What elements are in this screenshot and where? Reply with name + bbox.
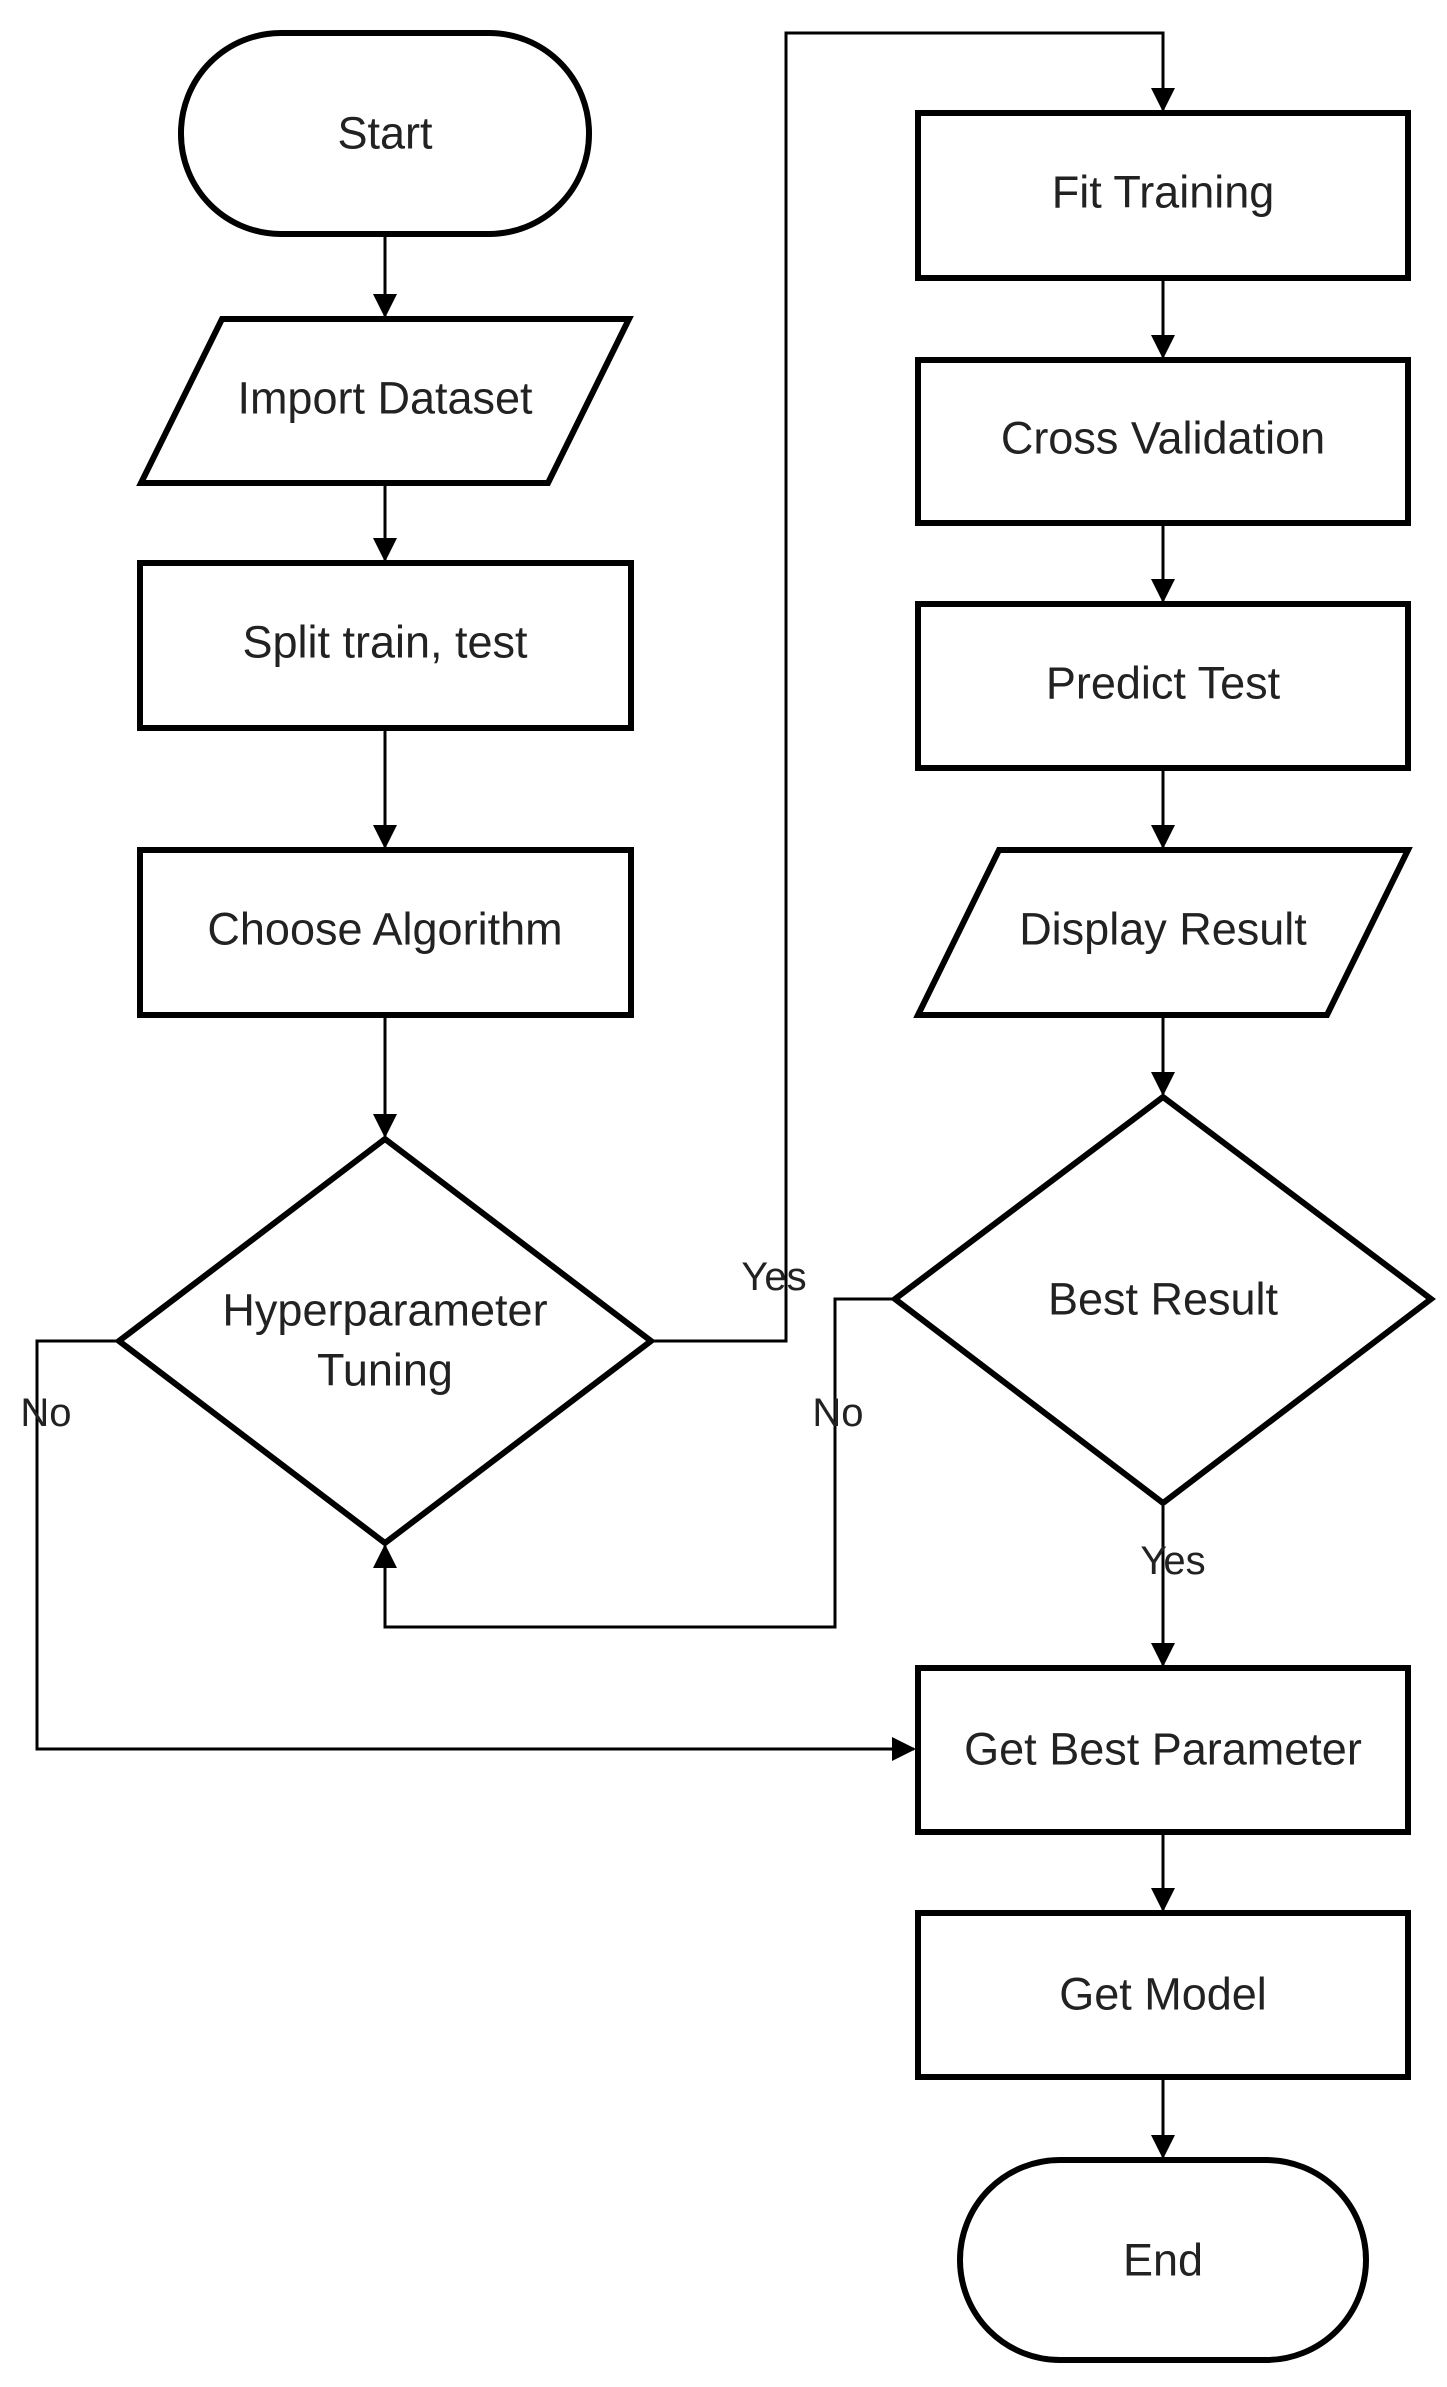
best-result-label: Best Result <box>1048 1274 1279 1325</box>
hyperparameter-tuning-label-line1: Hyperparameter <box>222 1285 547 1336</box>
end-label: End <box>1123 2235 1203 2286</box>
best-yes-label: Yes <box>1140 1539 1205 1583</box>
start-label: Start <box>337 108 433 159</box>
cross-validation-box <box>915 357 1411 526</box>
get-model-label: Get Model <box>1059 1969 1267 2020</box>
best-no-label: No <box>812 1391 863 1435</box>
node-import-dataset: Import Dataset <box>136 316 634 486</box>
hyper-no-label: No <box>20 1391 71 1435</box>
node-hyperparameter-tuning: Hyperparameter Tuning <box>114 1135 656 1547</box>
node-start: Start <box>178 30 592 237</box>
hyperparameter-tuning-diamond <box>114 1135 656 1547</box>
predict-test-box <box>915 601 1411 771</box>
node-get-best-parameter: Get Best Parameter <box>915 1665 1411 1835</box>
node-split-train-test: Split train, test <box>137 560 634 731</box>
get-model-box <box>915 1910 1411 2080</box>
get-best-parameter-label: Get Best Parameter <box>964 1724 1362 1775</box>
node-display-result: Display Result <box>913 847 1413 1018</box>
display-result-parallelogram <box>913 847 1413 1018</box>
edge-labels: Yes No No Yes <box>20 1255 1205 1583</box>
best-result-diamond <box>890 1093 1436 1507</box>
edge-hyper-yes-to-fit <box>651 31 1175 1343</box>
import-dataset-parallelogram <box>136 316 634 486</box>
node-predict-test: Predict Test <box>915 601 1411 771</box>
node-choose-algorithm: Choose Algorithm <box>137 847 634 1018</box>
predict-test-label: Predict Test <box>1046 658 1281 709</box>
get-best-parameter-box <box>915 1665 1411 1835</box>
choose-algorithm-box <box>137 847 634 1018</box>
choose-algorithm-label: Choose Algorithm <box>207 904 562 955</box>
split-train-test-label: Split train, test <box>242 617 528 668</box>
node-fit-training: Fit Training <box>915 110 1411 281</box>
start-terminator <box>178 30 592 237</box>
edge-best-no-to-hyper <box>373 1297 895 1629</box>
node-best-result: Best Result <box>890 1093 1436 1507</box>
edges <box>35 31 1175 2159</box>
end-terminator <box>957 2157 1369 2363</box>
split-train-test-box <box>137 560 634 731</box>
cross-validation-label: Cross Validation <box>1001 413 1325 464</box>
node-cross-validation: Cross Validation <box>915 357 1411 526</box>
import-dataset-label: Import Dataset <box>237 373 533 424</box>
fit-training-label: Fit Training <box>1052 167 1275 218</box>
hyper-yes-label: Yes <box>741 1255 806 1299</box>
hyperparameter-tuning-label-line2: Tuning <box>317 1345 453 1396</box>
node-get-model: Get Model <box>915 1910 1411 2080</box>
node-end: End <box>957 2157 1369 2363</box>
fit-training-box <box>915 110 1411 281</box>
display-result-label: Display Result <box>1019 904 1307 955</box>
edge-hyper-no-to-getparam <box>35 1339 916 1761</box>
